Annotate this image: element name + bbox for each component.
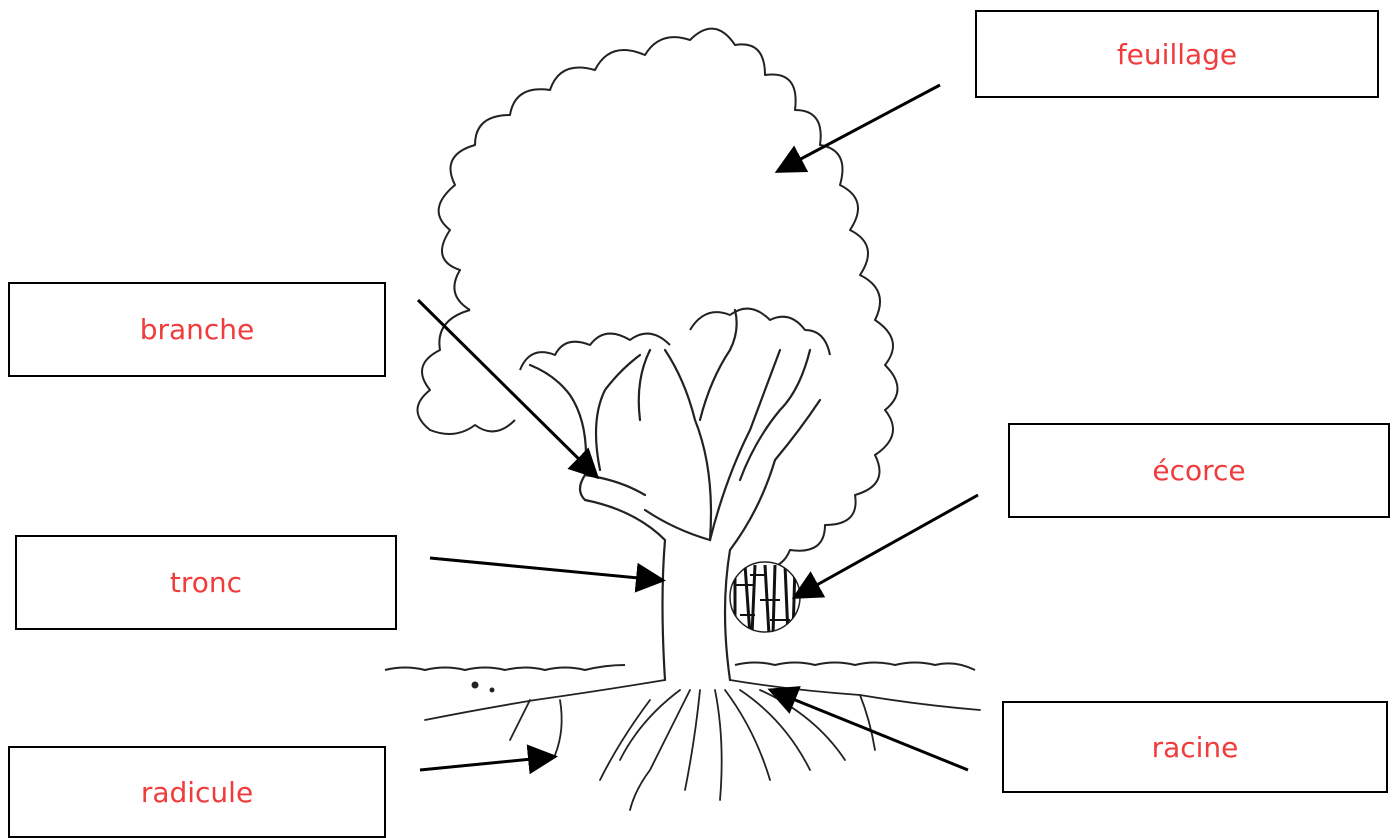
arrow-radicule	[419, 744, 558, 775]
roots	[424, 679, 981, 811]
ground-line	[384, 661, 976, 693]
label-box-racine: racine	[1002, 701, 1388, 793]
label-box-ecorce: écorce	[1008, 423, 1390, 518]
label-box-branche: branche	[8, 282, 386, 377]
arrow-branche	[416, 298, 600, 480]
label-feuillage: feuillage	[1116, 37, 1238, 71]
label-ecorce: écorce	[1152, 454, 1246, 487]
arrow-tronc	[429, 556, 666, 593]
bark-detail	[729, 561, 801, 633]
arrow-racine	[767, 686, 969, 772]
label-radicule: radicule	[140, 775, 254, 809]
label-tronc: tronc	[169, 566, 243, 599]
foliage-outline	[416, 27, 899, 569]
label-box-tronc: tronc	[15, 535, 397, 630]
label-box-radicule: radicule	[8, 746, 386, 838]
arrow-ecorce	[791, 493, 979, 599]
label-box-feuillage: feuillage	[975, 10, 1379, 98]
label-racine: racine	[1151, 730, 1239, 764]
arrow-feuillage	[774, 83, 941, 173]
arrows	[416, 83, 979, 775]
label-branche: branche	[139, 313, 255, 346]
